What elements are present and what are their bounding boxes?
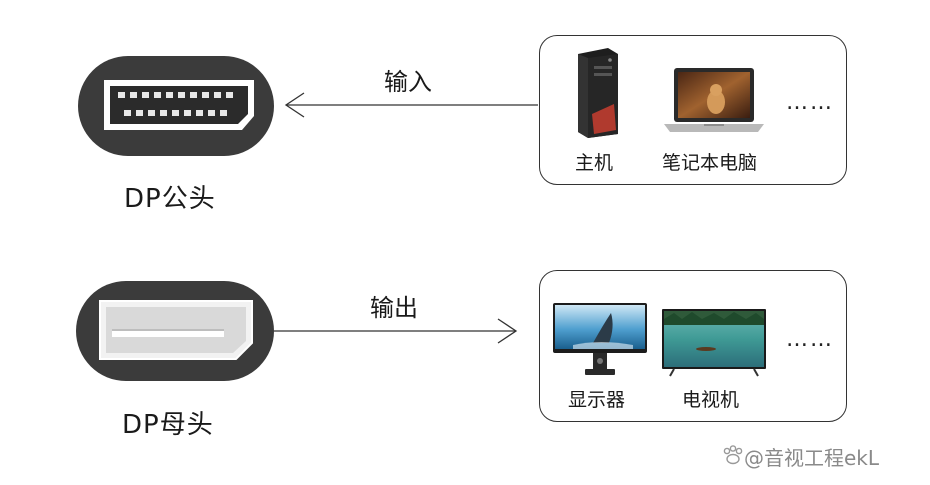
input-label: 输入 — [384, 68, 432, 96]
output-label: 输出 — [370, 294, 418, 322]
dp-female-connector-icon — [76, 281, 274, 381]
source-devices-box: …… 主机 笔记本电脑 — [539, 35, 847, 185]
monitor-icon — [553, 303, 647, 375]
display-devices-box: …… 显示器 电视机 — [539, 270, 847, 422]
tv-icon — [662, 309, 766, 377]
dp-male-connector-icon — [78, 56, 274, 156]
dp-female-label: DP母头 — [122, 410, 214, 440]
output-arrow — [274, 318, 518, 344]
device-label-tv: 电视机 — [682, 389, 740, 411]
watermark-text: @音视工程ekL — [744, 446, 880, 470]
more-sources-ellipsis: …… — [786, 90, 834, 115]
device-label-host: 主机 — [575, 152, 614, 174]
device-label-monitor: 显示器 — [568, 389, 626, 411]
paw-logo-icon — [723, 445, 743, 465]
laptop-icon — [664, 68, 764, 132]
input-arrow — [284, 92, 538, 118]
more-displays-ellipsis: …… — [786, 327, 834, 352]
dp-male-label: DP公头 — [124, 184, 216, 214]
desktop-tower-icon — [578, 48, 618, 138]
device-label-laptop: 笔记本电脑 — [662, 152, 758, 174]
